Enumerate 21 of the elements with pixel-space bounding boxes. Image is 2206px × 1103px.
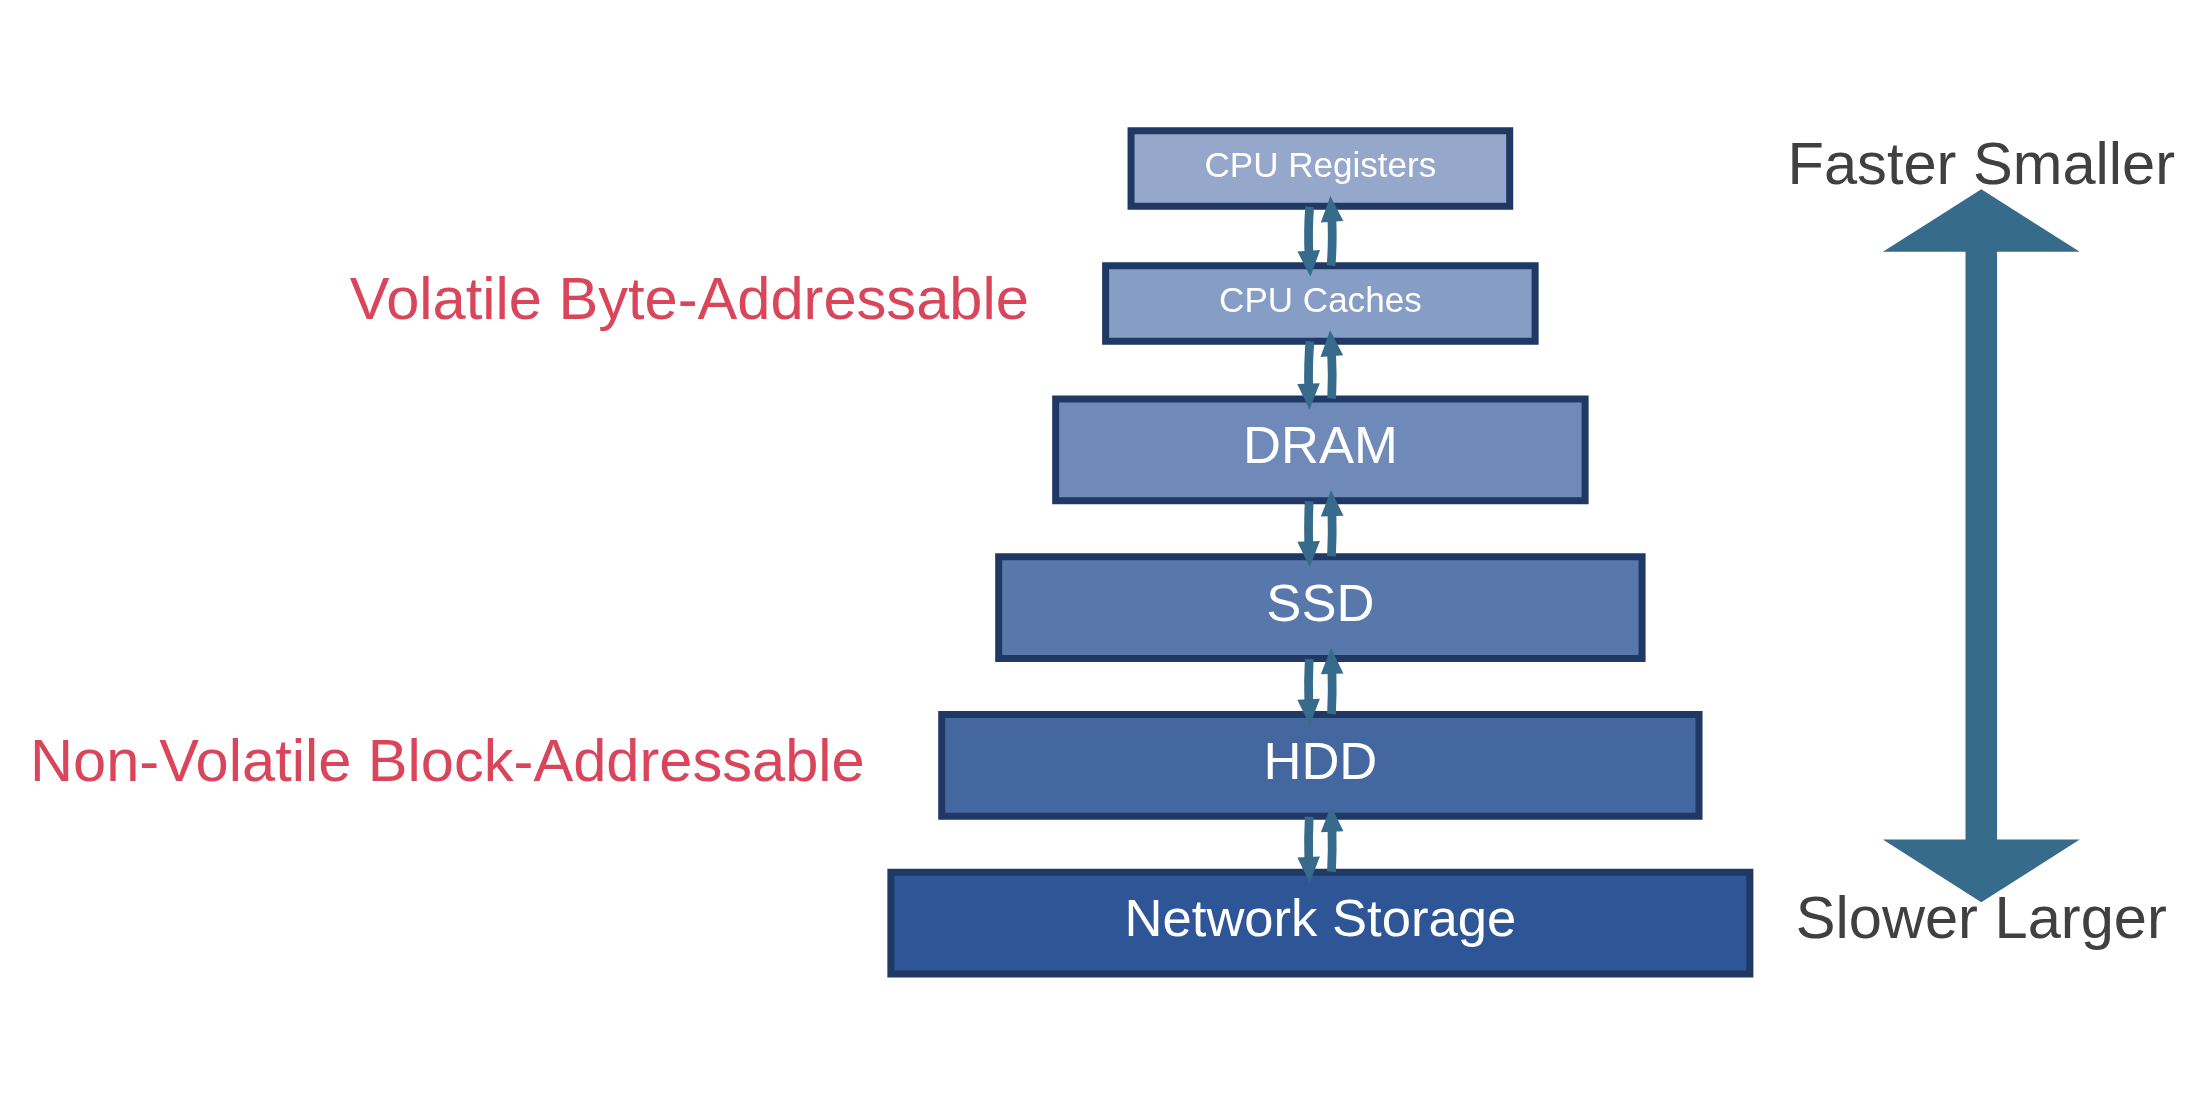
arrow <box>1297 501 1320 568</box>
label: Volatile Byte-Addressable <box>349 264 1029 332</box>
arrow <box>1320 490 1344 557</box>
arrow <box>1297 658 1320 725</box>
node-box: CPU Registers <box>1127 127 1514 210</box>
node-box: SSD <box>995 553 1646 662</box>
node-box: CPU Caches <box>1102 262 1539 345</box>
arrow <box>1320 330 1344 399</box>
node-text: Faster Smaller <box>1787 129 2176 197</box>
label: Non-Volatile Block-Addressable <box>29 726 865 794</box>
node-box: Network Storage <box>887 868 1754 978</box>
arrow <box>1297 340 1320 410</box>
arrow <box>1297 206 1320 277</box>
arrow <box>1297 816 1320 883</box>
arrow <box>1320 648 1344 715</box>
node-box: HDD <box>938 711 1703 820</box>
arrow <box>1320 195 1344 267</box>
arrow <box>1882 189 2080 903</box>
node-box: DRAM <box>1052 395 1589 505</box>
node-text: Slower Larger <box>1795 884 2167 952</box>
arrow <box>1320 805 1344 873</box>
